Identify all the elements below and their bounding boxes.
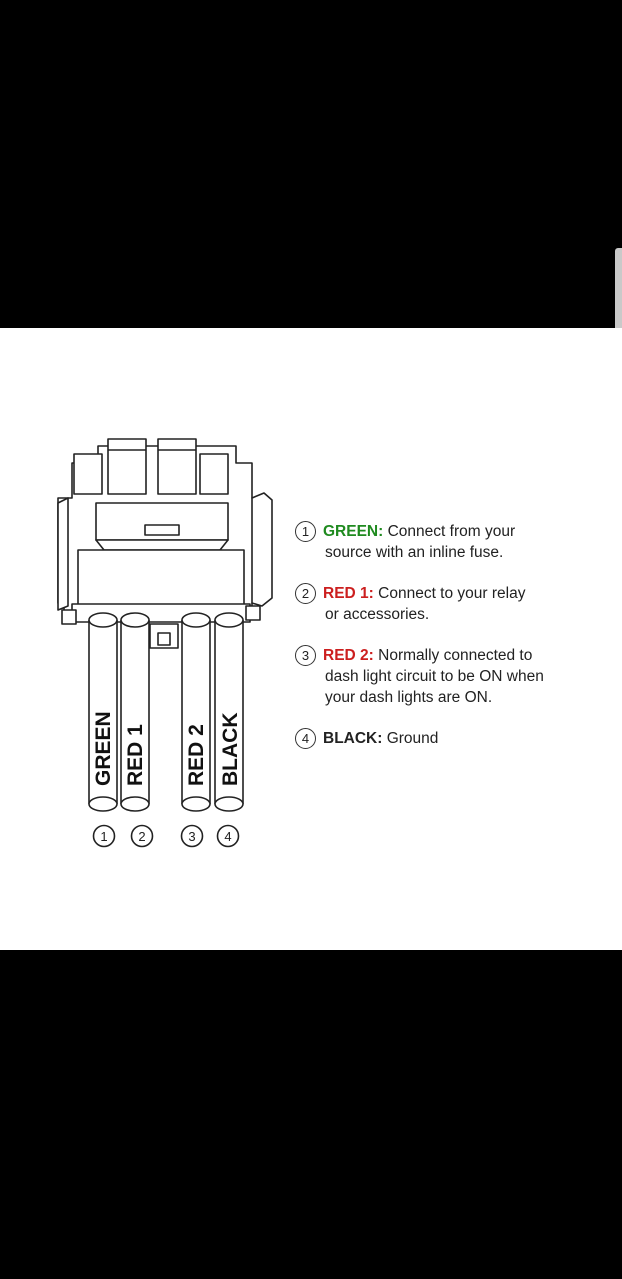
top-terminal-2 — [107, 438, 147, 495]
legend-text-line: Ground — [386, 730, 439, 747]
connector-lower-housing — [77, 549, 245, 607]
top-terminal-4 — [199, 453, 229, 495]
pin-circle-4 — [216, 824, 240, 848]
legend-number-2: 2 — [295, 583, 316, 604]
legend-text-line: source with an inline fuse. — [325, 544, 504, 561]
wire-label-red-1: RED 1 — [124, 724, 147, 786]
legend-wire-green: GREEN: — [323, 523, 384, 540]
legend-text-line: or accessories. — [325, 606, 430, 623]
switch-connector-diagram: GREEN RED 1 RED 2 BLACK 1 2 3 4 — [57, 438, 273, 848]
legend-item-black: 4 BLACK: Ground — [295, 728, 595, 749]
wire-label-black: BLACK — [219, 713, 242, 787]
legend-item-red-2: 3 RED 2: Normally connected to dash ligh… — [295, 645, 595, 708]
wire-label-green: GREEN — [92, 711, 115, 786]
legend-text-line: Connect from your — [387, 523, 516, 540]
legend-item-green: 1 GREEN: Connect from your source with a… — [295, 521, 595, 563]
wire-red-1 — [120, 612, 150, 812]
pin-number-1: 1 — [100, 829, 107, 844]
top-terminal-3 — [157, 438, 197, 495]
wiring-diagram-panel: GREEN RED 1 RED 2 BLACK 1 2 3 4 1 GREEN:… — [0, 328, 622, 950]
right-side-tab — [251, 492, 273, 607]
legend-wire-red-2: RED 2: — [323, 647, 374, 664]
pin-circle-3 — [180, 824, 204, 848]
pin-number-3: 3 — [188, 829, 195, 844]
legend-text-line: Connect to your relay — [378, 585, 526, 602]
left-side-tab — [57, 497, 69, 611]
legend-text-line: Normally connected to — [378, 647, 533, 664]
legend-number-1: 1 — [295, 521, 316, 542]
top-terminal-1 — [73, 453, 103, 495]
pin-circle-2 — [130, 824, 154, 848]
legend-number-3: 3 — [295, 645, 316, 666]
pin-circle-1 — [92, 824, 116, 848]
wire-black — [214, 612, 244, 812]
legend-text-line: dash light circuit to be ON when — [325, 668, 544, 685]
wire-green — [88, 612, 118, 812]
legend-wire-red-1: RED 1: — [323, 585, 374, 602]
legend-item-red-1: 2 RED 1: Connect to your relay or access… — [295, 583, 595, 625]
legend-number-4: 4 — [295, 728, 316, 749]
wire-red-2 — [181, 612, 211, 812]
wire-label-red-2: RED 2 — [185, 724, 208, 786]
pin-number-2: 2 — [138, 829, 145, 844]
legend-wire-black: BLACK: — [323, 730, 383, 747]
wire-legend: 1 GREEN: Connect from your source with a… — [295, 521, 595, 769]
pin-number-4: 4 — [224, 829, 231, 844]
legend-text-line: your dash lights are ON. — [325, 689, 493, 706]
